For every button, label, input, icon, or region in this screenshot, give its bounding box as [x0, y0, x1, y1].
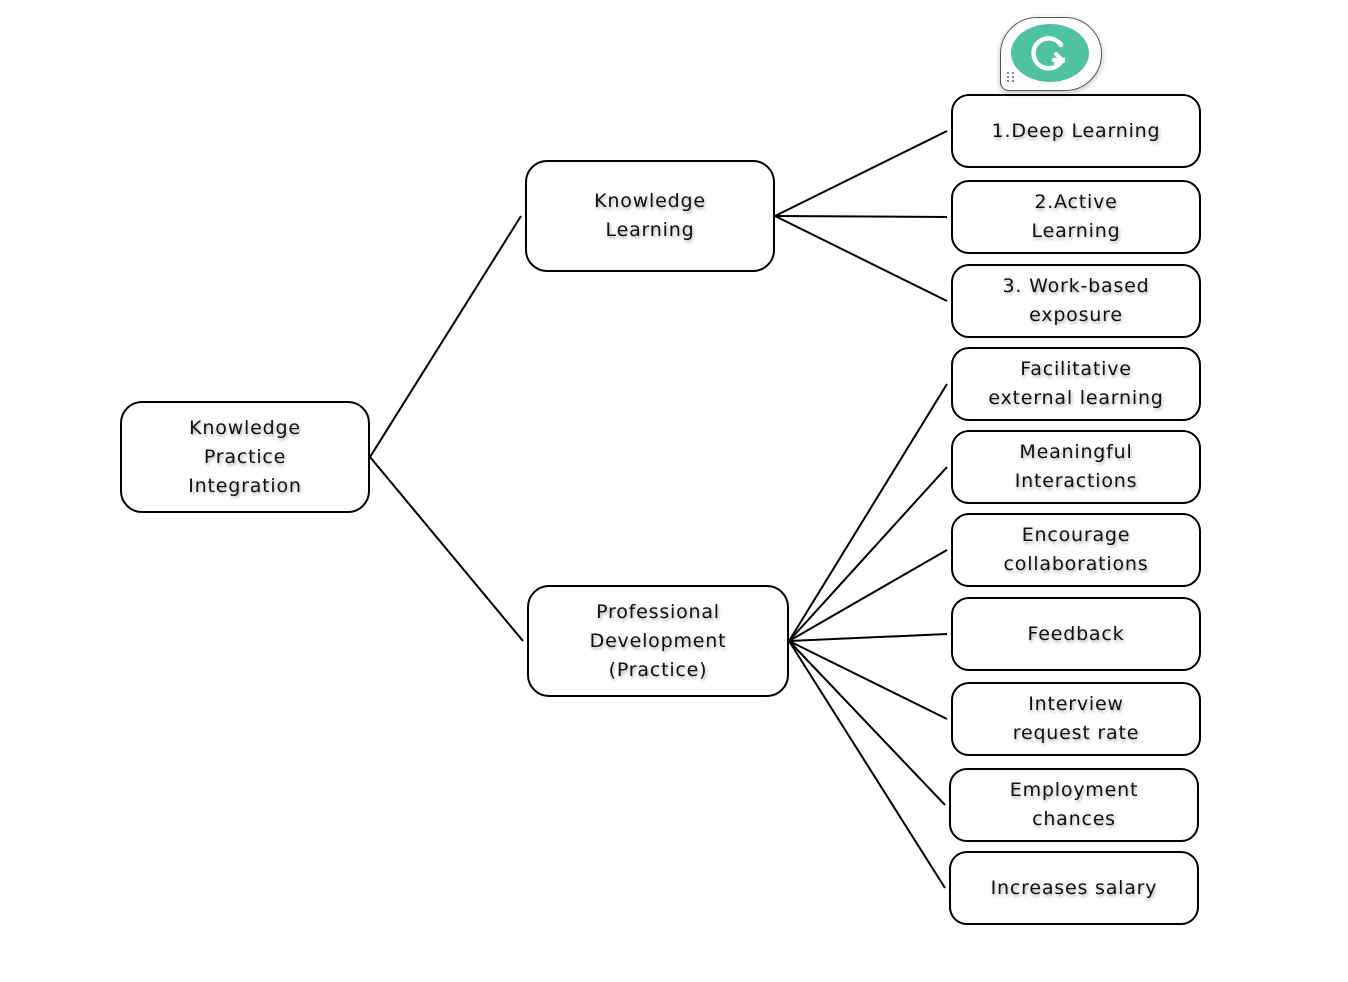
leaf-node-interview-request-rate: Interview request rate: [951, 682, 1201, 756]
connector-pd-l3: [788, 383, 948, 642]
grammarly-g-icon: [1011, 24, 1089, 82]
leaf-node-meaningful-interactions: Meaningful Interactions: [951, 430, 1201, 504]
connector-pd-l6: [788, 633, 948, 642]
grammarly-badge[interactable]: [1000, 17, 1102, 91]
leaf-node-label: Facilitative external learning: [988, 358, 1164, 409]
connector-kl-l0: [774, 130, 948, 217]
leaf-node-label: Employment chances: [1009, 779, 1139, 830]
leaf-node-deep-learning: 1.Deep Learning: [951, 94, 1201, 168]
root-node: Knowledge Practice Integration: [120, 401, 370, 513]
leaf-node-label: Interview request rate: [1012, 693, 1140, 744]
branch-node-label: Professional Development (Practice): [589, 600, 727, 681]
leaf-node-label: 3. Work-based exposure: [1002, 275, 1150, 326]
grammarly-g-glyph: [1031, 36, 1066, 71]
leaf-node-active-learning: 2.Active Learning: [951, 180, 1201, 254]
branch-node-label: Knowledge Learning: [594, 190, 706, 241]
leaf-node-label: Increases salary: [990, 876, 1158, 899]
branch-node-professional-development: Professional Development (Practice): [527, 585, 789, 697]
leaf-node-label: Feedback: [1027, 622, 1125, 645]
connector-kl-l1: [774, 215, 948, 218]
leaf-node-label: Meaningful Interactions: [1014, 441, 1138, 492]
connector-pd-l4: [788, 466, 948, 642]
connector-root-kl: [369, 215, 522, 458]
leaf-node-work-based-exposure: 3. Work-based exposure: [951, 264, 1201, 338]
root-node-label: Knowledge Practice Integration: [188, 416, 302, 497]
leaf-node-facilitative-external-learning: Facilitative external learning: [951, 347, 1201, 421]
leaf-node-employment-chances: Employment chances: [949, 768, 1199, 842]
leaf-node-label: 1.Deep Learning: [991, 119, 1161, 142]
leaf-node-feedback: Feedback: [951, 597, 1201, 671]
connector-root-pd: [369, 456, 524, 642]
leaf-node-encourage-collaborations: Encourage collaborations: [951, 513, 1201, 587]
connector-pd-l8: [788, 640, 946, 806]
leaf-node-label: 2.Active Learning: [1031, 191, 1121, 242]
connector-pd-l7: [788, 640, 948, 720]
connector-pd-l9: [788, 640, 946, 889]
leaf-node-label: Encourage collaborations: [1003, 524, 1149, 575]
connector-pd-l5: [788, 549, 948, 642]
leaf-node-increases-salary: Increases salary: [949, 851, 1199, 925]
branch-node-knowledge-learning: Knowledge Learning: [525, 160, 775, 272]
drag-handle-icon[interactable]: [1007, 72, 1017, 84]
connector-kl-l2: [774, 215, 948, 302]
